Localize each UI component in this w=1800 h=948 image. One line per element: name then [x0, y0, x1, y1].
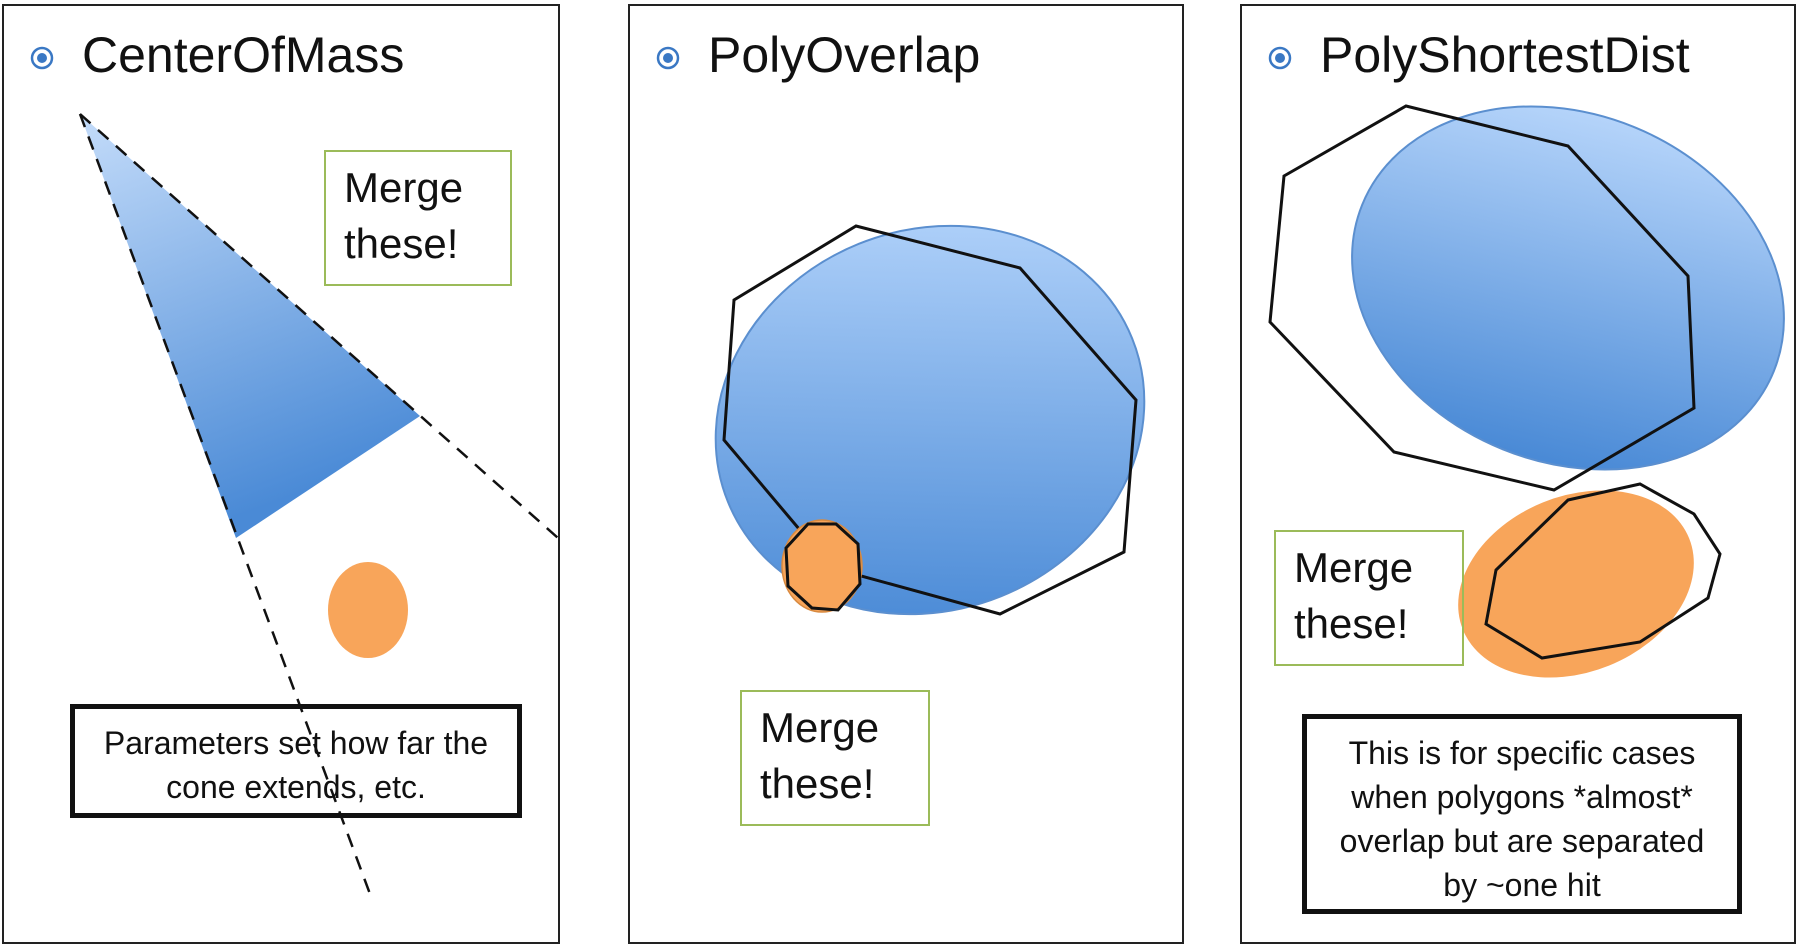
large-blue-blob: [714, 224, 1146, 616]
bullet-icon: [30, 46, 54, 70]
orange-octagon: [1484, 482, 1722, 660]
merge-label: Merge these!: [740, 690, 930, 826]
panel-poly-overlap: PolyOverlap Merge these!: [628, 4, 1184, 944]
cone-shape: [80, 114, 420, 538]
large-blue-blob: [1351, 105, 1785, 471]
parameters-note: Parameters set how far the cone extends,…: [70, 704, 522, 818]
panel-title: PolyOverlap: [708, 27, 981, 83]
large-octagon: [722, 224, 1138, 616]
shortest-dist-diagram: [1268, 104, 1785, 678]
merge-label: Merge these!: [1274, 530, 1464, 666]
panel-center-of-mass: CenterOfMass Merge these! Parameters set…: [2, 4, 560, 944]
panel-title: PolyShortestDist: [1320, 27, 1690, 83]
bullet-icon: [1268, 46, 1292, 70]
orange-blob: [1458, 490, 1694, 678]
small-orange-blob: [781, 519, 863, 613]
explanation-note: This is for specific cases when polygons…: [1302, 714, 1742, 914]
cone-edge-lower: [78, 113, 372, 895]
cone-edge-upper: [79, 113, 558, 539]
panel-poly-shortest-dist: PolyShortestDist Merge these! This is fo…: [1240, 4, 1796, 944]
small-octagon: [784, 522, 862, 612]
bullet-icon: [656, 46, 680, 70]
orange-blob: [328, 562, 408, 658]
large-octagon: [1268, 104, 1696, 492]
panel-title: CenterOfMass: [82, 27, 405, 83]
merge-label: Merge these!: [324, 150, 512, 286]
cone-diagram: [78, 113, 558, 895]
overlap-diagram: [714, 224, 1146, 616]
